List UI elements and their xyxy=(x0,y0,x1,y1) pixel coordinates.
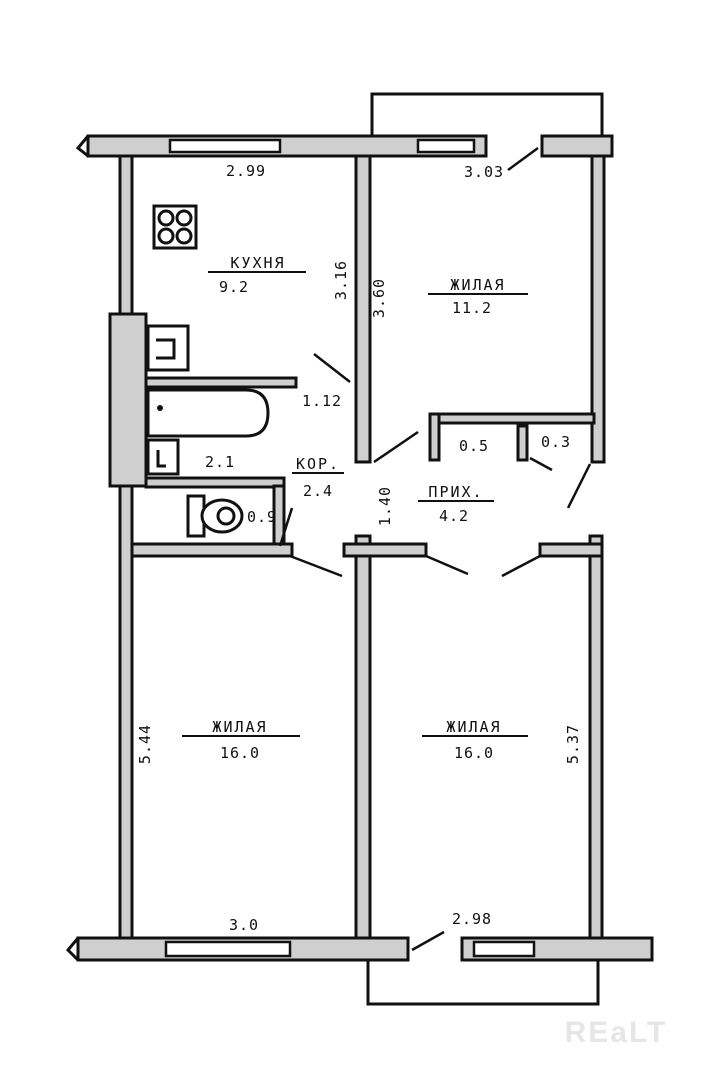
burner-icon xyxy=(175,209,193,227)
kitchen-name: КУХНЯ xyxy=(230,254,285,272)
dim-leader-top xyxy=(507,146,539,172)
living-top-window xyxy=(416,138,476,154)
top-wall-break xyxy=(75,135,90,158)
burner-icon xyxy=(175,227,193,245)
kitchen-area: 9.2 xyxy=(219,278,249,296)
closets-top-wall xyxy=(428,412,596,425)
left-wall-lower xyxy=(118,484,134,940)
dim-right-room-depth: 5.37 xyxy=(564,724,582,764)
closet-2-area: 0.3 xyxy=(541,433,571,451)
washbasin-tap xyxy=(156,450,166,468)
dim-left-room-depth: 5.44 xyxy=(136,724,154,764)
washbasin-icon xyxy=(146,438,180,476)
entrance-door xyxy=(566,463,592,509)
dim-kitchen-width: 2.99 xyxy=(226,162,266,180)
rooms-divider xyxy=(354,534,372,940)
toilet-area: 0.9 xyxy=(247,508,277,526)
hall-name: ПРИХ. xyxy=(428,483,483,501)
right-room-top-wall-a xyxy=(342,542,428,558)
corridor-name: КОР. xyxy=(296,455,340,473)
bathroom-area: 2.1 xyxy=(205,453,235,471)
kitchen-window xyxy=(168,138,282,154)
living-left-name: ЖИЛАЯ xyxy=(212,718,267,736)
corridor-area: 2.4 xyxy=(303,482,333,500)
right-room-top-wall-b xyxy=(538,542,604,558)
right-wall-lower xyxy=(588,534,604,940)
bath-drain xyxy=(157,405,163,411)
hall-area: 4.2 xyxy=(439,507,469,525)
living-top-door xyxy=(373,430,419,464)
dim-hall-depth: 1.40 xyxy=(376,486,394,526)
bath-top-wall xyxy=(144,376,298,389)
watermark: REaLT xyxy=(565,1016,668,1049)
living-left-area: 16.0 xyxy=(220,744,260,762)
bath-bottom-wall xyxy=(144,476,286,489)
left-room-window xyxy=(164,940,292,958)
kitchen-living-partition xyxy=(354,154,372,464)
shaft xyxy=(108,312,148,488)
top-wall-right xyxy=(540,134,614,158)
closet-2-side xyxy=(516,424,529,462)
dim-leader-bottom xyxy=(411,930,445,952)
bottom-wall-break xyxy=(65,937,80,962)
living-top-name: ЖИЛАЯ xyxy=(450,276,505,294)
living-right-name: ЖИЛАЯ xyxy=(446,718,501,736)
toilet-seat xyxy=(216,506,236,526)
dim-living-top-depth: 3.60 xyxy=(370,278,388,318)
dim-left-room-width: 3.0 xyxy=(229,916,259,934)
dim-right-room-width: 2.98 xyxy=(452,910,492,928)
top-balcony xyxy=(370,92,604,138)
sink-basin xyxy=(156,338,176,360)
bathtub-icon xyxy=(146,388,270,438)
left-room-top-wall xyxy=(130,542,294,558)
burner-icon xyxy=(157,227,175,245)
dim-bath-wall: 1.12 xyxy=(302,392,342,410)
dim-kitchen-depth: 3.16 xyxy=(332,260,350,300)
right-room-door-a xyxy=(425,554,469,576)
closet-1-area: 0.5 xyxy=(459,437,489,455)
toilet-door xyxy=(278,507,294,547)
living-top-area: 11.2 xyxy=(452,299,492,317)
sink-icon xyxy=(146,324,190,372)
dim-living-top-width: 3.03 xyxy=(464,163,504,181)
living-right-area: 16.0 xyxy=(454,744,494,762)
corridor-door xyxy=(289,554,343,578)
bottom-balcony xyxy=(366,945,600,1006)
burner-icon xyxy=(157,209,175,227)
closet-door xyxy=(529,456,553,472)
kitchen-door xyxy=(313,353,351,383)
right-room-door-b xyxy=(501,554,541,578)
right-room-window xyxy=(472,940,536,958)
right-wall-upper xyxy=(590,154,606,464)
closet-1-side xyxy=(428,412,441,462)
left-wall-upper xyxy=(118,154,134,320)
